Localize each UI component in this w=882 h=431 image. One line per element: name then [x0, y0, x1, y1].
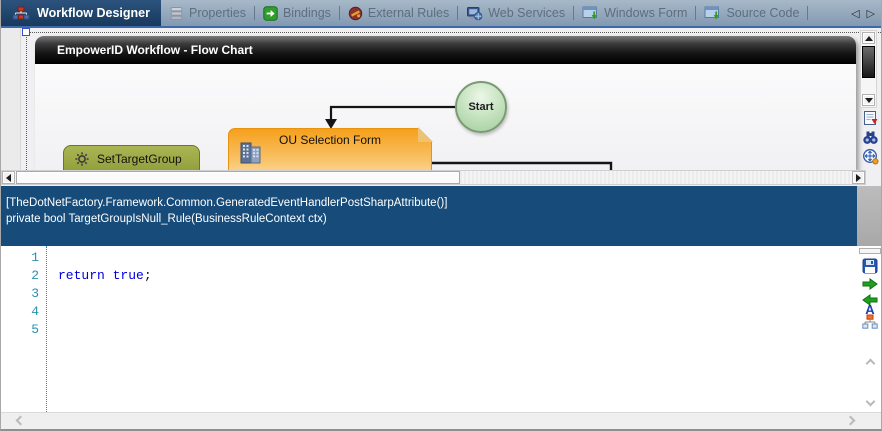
flowchart-title-bar: EmpowerID Workflow - Flow Chart [35, 36, 856, 64]
line-number: 3 [31, 286, 39, 301]
workflow-designer-icon [12, 6, 30, 21]
semicolon: ; [143, 268, 152, 283]
workflow-designer-surface: EmpowerID Workflow - Flow Chart Start [1, 28, 881, 186]
line-number: 5 [31, 322, 39, 337]
designer-tab-bar: Workflow Designer Properties Bindings Ex… [1, 0, 881, 28]
node-label: OU Selection Form [278, 133, 382, 147]
windows-form-icon [582, 6, 599, 21]
save-icon[interactable] [862, 258, 878, 274]
scroll-left-button[interactable] [2, 171, 15, 184]
organization-buildings-icon [238, 139, 264, 165]
keyword-true: true [112, 268, 144, 283]
selection-border-horizontal [26, 32, 881, 33]
source-code-icon [704, 6, 721, 21]
code-line-1 [48, 249, 853, 267]
node-label: SetTargetGroup [97, 152, 182, 166]
line-number: 2 [31, 268, 39, 283]
designer-vertical-scrollbar[interactable] [860, 30, 877, 108]
tab-label: Workflow Designer [37, 6, 150, 20]
tab-separator [807, 6, 809, 20]
flow-node-start[interactable]: Start [455, 81, 507, 133]
tab-source-code[interactable]: Source Code [696, 0, 807, 26]
line-number-gutter: 1 2 3 4 5 [1, 246, 47, 412]
arrow-left-green-icon[interactable] [862, 294, 878, 306]
tab-label: Windows Form [604, 6, 688, 20]
tab-scroll-left-icon[interactable]: ◁ [851, 7, 860, 20]
code-text-area[interactable]: return true; [48, 249, 853, 339]
external-rules-icon [348, 6, 363, 21]
tab-web-services[interactable]: Web Services [458, 0, 573, 26]
arrow-down-icon [864, 97, 873, 103]
code-horizontal-scrollbar[interactable] [1, 412, 881, 429]
pan-icon[interactable] [862, 148, 879, 165]
tab-label: External Rules [367, 6, 450, 20]
tab-bindings[interactable]: Bindings [255, 0, 339, 26]
designer-left-margin [1, 28, 21, 170]
arrow-right-icon [856, 173, 861, 182]
line-number: 4 [31, 304, 39, 319]
tab-external-rules[interactable]: External Rules [340, 0, 457, 26]
tab-label: Source Code [726, 6, 800, 20]
arrow-right-green-icon[interactable] [862, 278, 878, 290]
page-fold-flap [418, 127, 433, 142]
code-line-3 [48, 285, 853, 303]
scroll-up-chevron-icon[interactable] [865, 358, 875, 369]
selection-border-vertical [26, 32, 27, 170]
flow-node-ou-selection-form[interactable]: OU Selection Form [228, 127, 433, 170]
tab-separator [457, 6, 459, 20]
keyword-return: return [58, 268, 105, 283]
tab-scroll-right-icon[interactable]: ▷ [866, 7, 875, 20]
flowchart-window: EmpowerID Workflow - Flow Chart Start [35, 36, 856, 170]
designer-horizontal-scrollbar[interactable] [1, 170, 866, 185]
node-label: Start [468, 101, 494, 113]
tab-label: Properties [188, 6, 246, 20]
designer-side-toolbar [860, 110, 880, 165]
code-line-5 [48, 321, 853, 339]
tab-label: Bindings [282, 6, 331, 20]
tab-windows-form[interactable]: Windows Form [574, 0, 695, 26]
code-line-4 [48, 303, 853, 321]
tab-separator [253, 6, 255, 20]
scroll-up-button[interactable] [862, 32, 875, 44]
scroll-left-chevron-icon[interactable] [15, 415, 26, 426]
flow-node-set-target-group[interactable]: SetTargetGroup [63, 145, 200, 170]
find-icon[interactable] [862, 130, 879, 145]
flowchart-canvas[interactable]: Start OU Selection Form SetTargetGroup [35, 64, 856, 170]
rule-code-header: [TheDotNetFactory.Framework.Common.Gener… [1, 186, 857, 246]
properties-icon [169, 6, 184, 21]
splitter-grip[interactable] [859, 248, 881, 254]
tab-properties[interactable]: Properties [161, 0, 254, 26]
method-signature-line: private bool TargetGroupIsNull_Rule(Busi… [6, 212, 327, 225]
arrow-up-icon [864, 35, 873, 41]
code-line-2: return true; [48, 267, 853, 285]
tab-workflow-designer[interactable]: Workflow Designer [1, 0, 161, 26]
tab-separator [573, 6, 575, 20]
tab-scroll-buttons: ◁ ▷ [851, 0, 875, 26]
tab-label: Web Services [488, 6, 566, 20]
tab-separator [338, 6, 340, 20]
web-services-icon [466, 6, 483, 21]
horizontal-scroll-thumb[interactable] [16, 171, 460, 184]
attribute-line: [TheDotNetFactory.Framework.Common.Gener… [6, 197, 448, 209]
code-space [105, 268, 113, 283]
selection-handle[interactable] [22, 28, 30, 36]
code-editor: 1 2 3 4 5 return true; A [1, 246, 881, 412]
scroll-right-chevron-icon[interactable] [845, 415, 856, 426]
bindings-icon [263, 5, 278, 21]
flowchart-title: EmpowerID Workflow - Flow Chart [57, 43, 253, 57]
scroll-down-button[interactable] [862, 94, 875, 106]
scroll-right-button[interactable] [852, 171, 865, 184]
gear-icon [74, 151, 90, 167]
vertical-scroll-thumb[interactable] [862, 46, 875, 78]
line-number: 1 [31, 250, 39, 265]
document-map-icon[interactable] [862, 110, 879, 127]
tab-separator [695, 6, 697, 20]
code-header-side-gutter [857, 186, 881, 246]
arrow-left-icon [6, 173, 11, 182]
workflow-tree-icon[interactable] [862, 314, 878, 330]
code-side-toolbar: A [857, 246, 881, 412]
